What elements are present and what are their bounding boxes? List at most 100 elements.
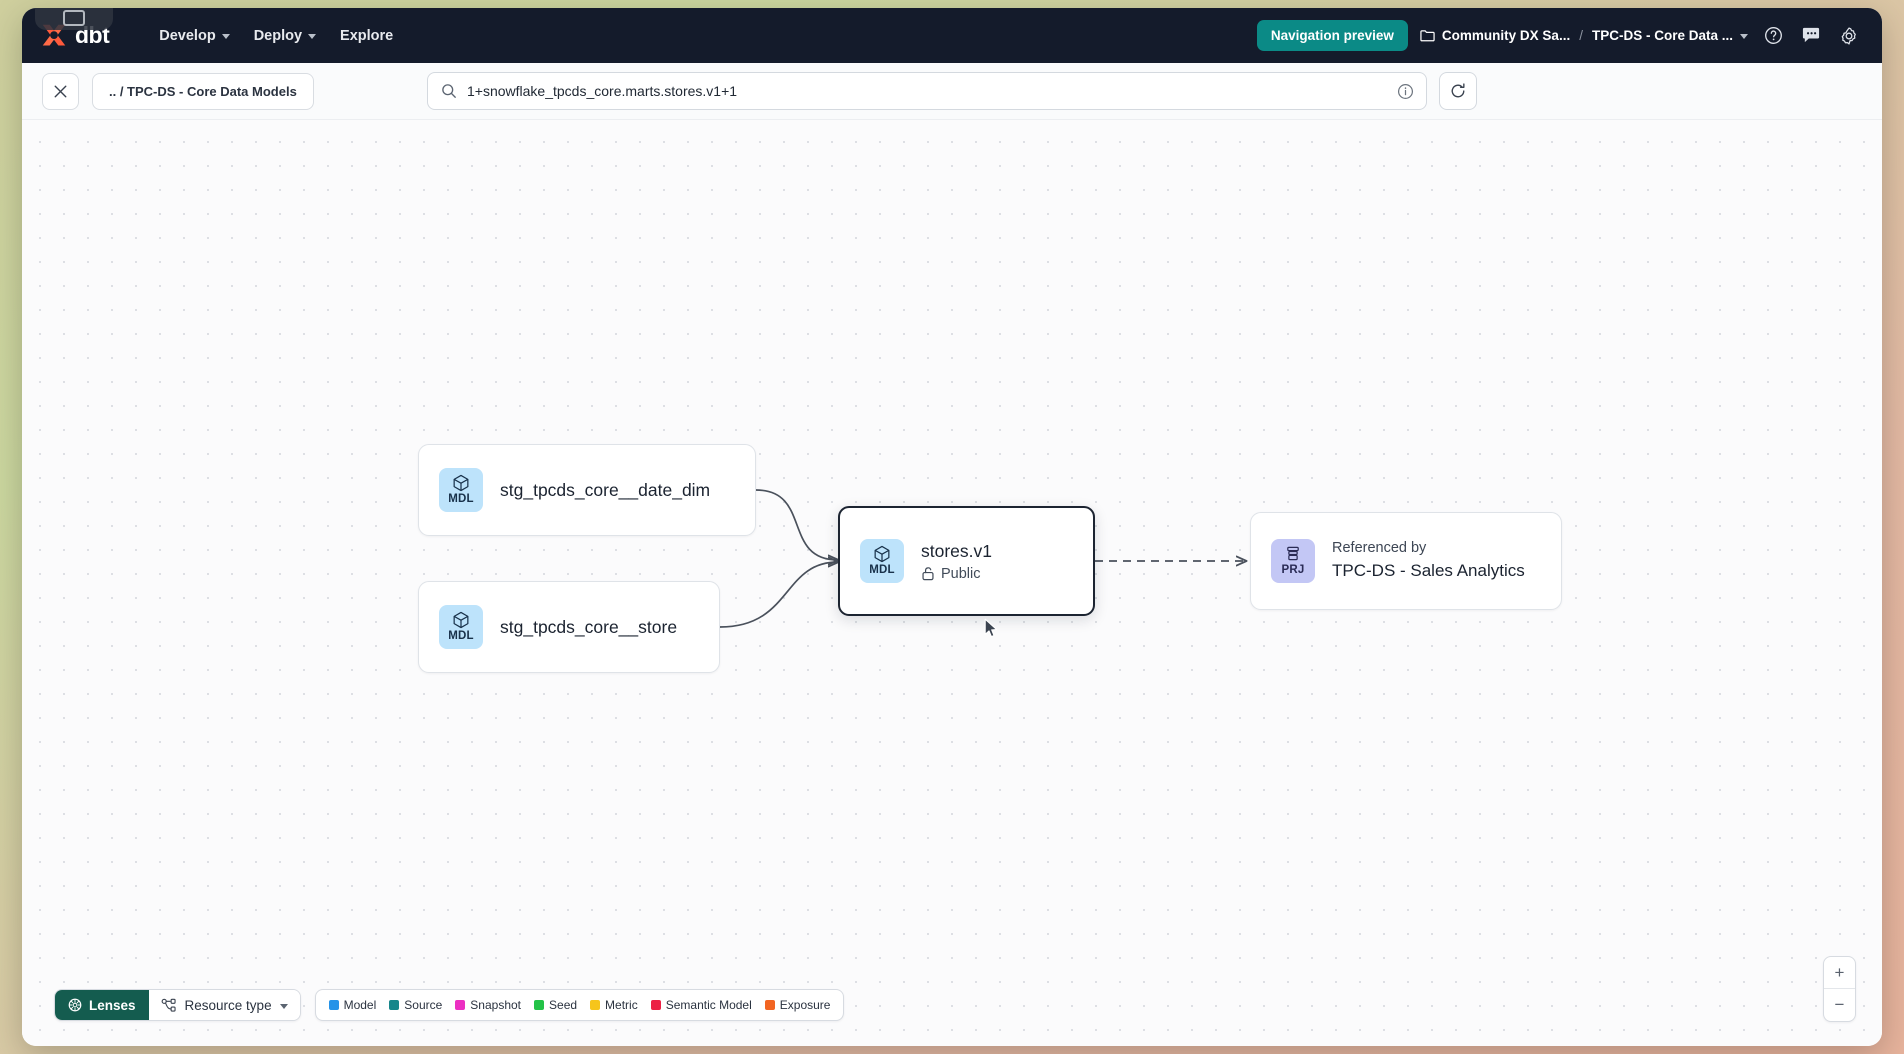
legend-item-snapshot: Snapshot (455, 998, 521, 1012)
search-input[interactable]: 1+snowflake_tpcds_core.marts.stores.v1+1 (427, 72, 1427, 110)
legend-swatch (328, 1000, 339, 1010)
breadcrumb-project[interactable]: TPC-DS - Core Data ... (1592, 28, 1748, 43)
search-icon (442, 84, 456, 98)
legend-label: Semantic Model (665, 998, 752, 1012)
node-text-block: stores.v1 Public (921, 541, 992, 582)
breadcrumb[interactable]: .. / TPC-DS - Core Data Models (92, 72, 314, 110)
zoom-out-button[interactable]: − (1834, 995, 1845, 1014)
legend-item-metric: Metric (590, 998, 638, 1012)
edge-store-to-stores (719, 562, 838, 628)
legend-swatch (389, 1000, 400, 1010)
node-text-block: stg_tpcds_core__store (500, 617, 677, 638)
legend-item-model: Model (328, 998, 377, 1012)
search-area: 1+snowflake_tpcds_core.marts.stores.v1+1 (427, 72, 1477, 110)
lenses-label: Lenses (89, 997, 136, 1013)
legend-label: Model (343, 998, 377, 1012)
chevron-down-icon (308, 34, 317, 39)
breadcrumb-account-label: Community DX Sa... (1441, 28, 1571, 43)
node-badge-model: MDL (860, 539, 904, 583)
breadcrumb-separator: / (1579, 28, 1583, 43)
close-x-icon (54, 85, 67, 97)
folder-icon (1420, 29, 1435, 41)
node-access-row: Public (921, 566, 992, 582)
navbar-breadcrumb: Community DX Sa... / TPC-DS - Core Data … (1420, 28, 1748, 43)
resource-type-filter[interactable]: Resource type (148, 990, 300, 1020)
zoom-controls: + − (1823, 956, 1856, 1022)
close-icon[interactable] (42, 72, 79, 110)
resource-type-legend: Model Source Snapshot Seed (314, 989, 845, 1021)
legend-swatch (764, 1000, 775, 1010)
breadcrumb-project-label: TPC-DS - Core Data ... (1591, 28, 1733, 43)
node-badge-label: MDL (448, 493, 474, 506)
graph-node-stores-v1[interactable]: MDL stores.v1 Public (838, 506, 1095, 616)
nav-item-develop[interactable]: Develop (147, 21, 241, 51)
graph-node-stg-tpcds-core-store[interactable]: MDL stg_tpcds_core__store (418, 581, 720, 673)
info-icon[interactable] (1397, 83, 1414, 100)
node-title: stg_tpcds_core__date_dim (500, 479, 711, 500)
node-title: TPC-DS - Sales Analytics (1332, 561, 1525, 581)
node-kicker: Referenced by (1332, 540, 1427, 557)
nav-item-explore-label: Explore (340, 27, 394, 44)
browser-window: dbt Develop Deploy Explore Navigation pr… (22, 8, 1882, 1046)
legend-label: Snapshot (470, 998, 522, 1012)
lenses-group: Lenses Resource type (54, 989, 301, 1021)
legend-item-seed: Seed (534, 998, 577, 1012)
legend-swatch (534, 1000, 545, 1010)
node-badge-label: PRJ (1281, 564, 1305, 577)
node-title: stores.v1 (921, 540, 992, 561)
canvas-bottom-bar: Lenses Resource type (54, 989, 845, 1021)
cube-icon (453, 475, 469, 492)
settings-gear-icon (1841, 26, 1856, 45)
node-text-block: Referenced by TPC-DS - Sales Analytics (1332, 540, 1525, 581)
legend-item-source: Source (389, 998, 442, 1012)
legend-label: Metric (605, 998, 638, 1012)
chevron-down-icon (1740, 34, 1748, 39)
node-badge-label: MDL (869, 564, 895, 577)
chevron-down-icon (279, 1003, 288, 1009)
browser-tab-nub[interactable] (35, 8, 113, 30)
chevron-down-icon (221, 34, 230, 39)
lineage-edges (719, 489, 1882, 628)
legend-swatch (455, 1000, 466, 1010)
legend-item-exposure: Exposure (764, 998, 831, 1012)
navigation-preview-badge[interactable]: Navigation preview (1256, 20, 1408, 51)
feedback-icon[interactable] (1798, 23, 1824, 49)
nav-item-explore[interactable]: Explore (328, 21, 405, 51)
refresh-icon[interactable] (1439, 72, 1477, 110)
top-navbar: dbt Develop Deploy Explore Navigation pr… (22, 8, 1882, 63)
search-input-value[interactable]: 1+snowflake_tpcds_core.marts.stores.v1+1 (467, 83, 738, 99)
graph-node-tpcds-sales-analytics[interactable]: PRJ Referenced by TPC-DS - Sales Analyti… (1250, 512, 1562, 610)
breadcrumb-account[interactable]: Community DX Sa... (1420, 28, 1570, 43)
lens-icon (68, 998, 82, 1012)
chat-bubble-icon (1802, 27, 1820, 43)
legend-label: Exposure (779, 998, 831, 1012)
node-title: stg_tpcds_core__store (500, 616, 678, 637)
mouse-cursor (984, 618, 998, 638)
legend-item-semantic-model: Semantic Model (650, 998, 752, 1012)
help-circle-icon (1764, 27, 1782, 44)
lineage-toolbar: .. / TPC-DS - Core Data Models 1+snowfla… (22, 63, 1882, 120)
legend-swatch (590, 1000, 601, 1010)
legend-label: Seed (549, 998, 578, 1012)
node-badge-label: MDL (448, 630, 474, 643)
lenses-button[interactable]: Lenses (55, 990, 149, 1020)
cube-icon (874, 546, 890, 563)
gear-icon[interactable] (1836, 23, 1862, 49)
unlock-icon (922, 567, 934, 581)
nav-item-deploy-label: Deploy (253, 27, 303, 44)
nav-item-deploy[interactable]: Deploy (242, 21, 328, 51)
cube-icon (453, 612, 469, 629)
navbar-right-group: Navigation preview Community DX Sa... / … (1256, 20, 1862, 51)
node-badge-project: PRJ (1271, 539, 1315, 583)
zoom-in-button[interactable]: + (1824, 957, 1855, 989)
legend-label: Source (404, 998, 443, 1012)
legend-swatch (650, 1000, 661, 1010)
resource-type-label: Resource type (184, 997, 272, 1013)
graph-node-stg-tpcds-core-date-dim[interactable]: MDL stg_tpcds_core__date_dim (418, 444, 756, 536)
node-text-block: stg_tpcds_core__date_dim (500, 480, 710, 501)
edge-date-dim-to-stores (755, 489, 838, 560)
project-stack-icon (1287, 546, 1299, 561)
lineage-canvas[interactable]: MDL stg_tpcds_core__date_dim MDL stg_tpc… (22, 120, 1882, 1046)
help-icon[interactable] (1760, 23, 1786, 49)
